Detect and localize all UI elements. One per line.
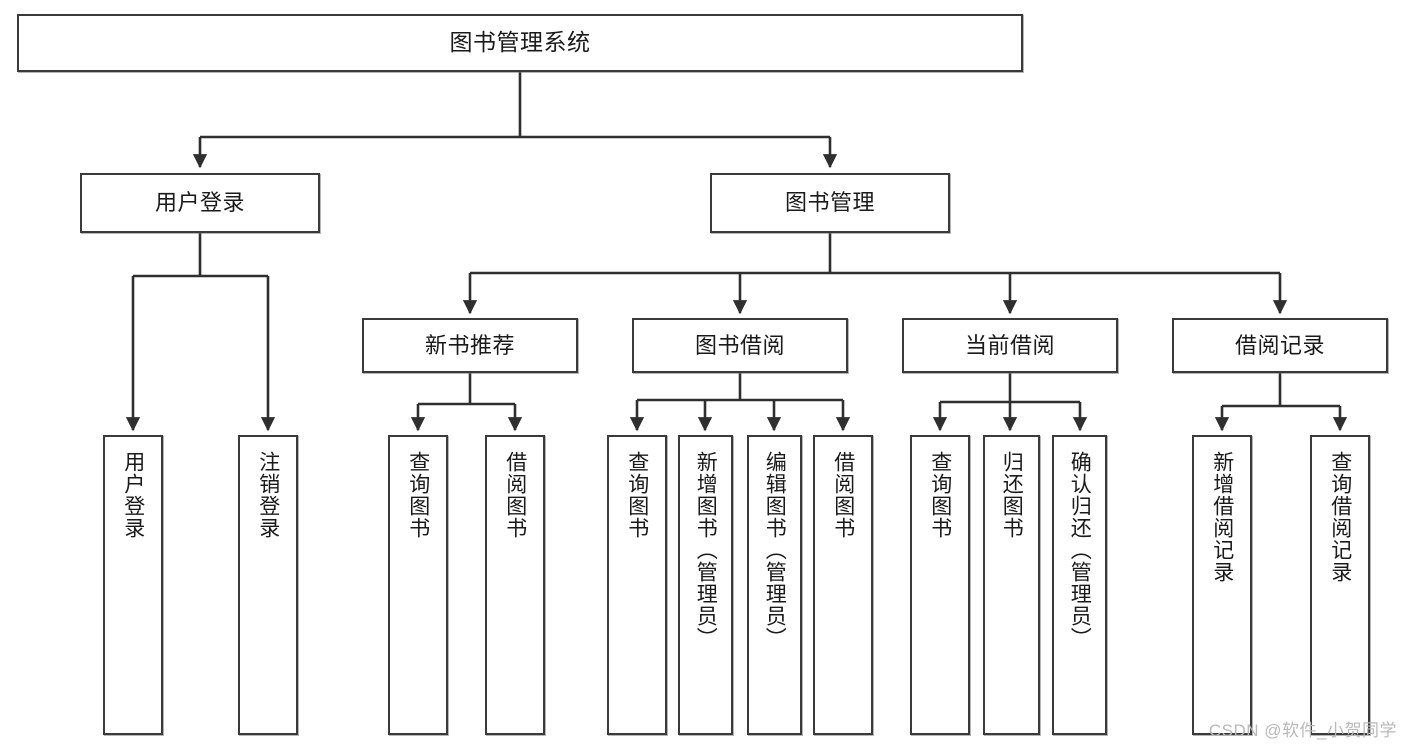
node-label: 借阅图书 (831, 451, 855, 539)
leaf-recommend-borrow-book[interactable]: 借阅图书 (485, 435, 545, 735)
node-label: 归还图书 (1000, 451, 1024, 539)
leaf-current-return-book[interactable]: 归还图书 (983, 435, 1040, 735)
leaf-current-query-book[interactable]: 查询图书 (910, 435, 970, 735)
leaf-borrow-borrow-book[interactable]: 借阅图书 (813, 435, 873, 735)
node-label: 借阅记录 (1234, 332, 1325, 358)
node-label: 新增图书（管理员） (694, 451, 718, 649)
node-label: 借阅图书 (503, 451, 527, 539)
leaf-borrow-add-book-admin[interactable]: 新增图书（管理员） (678, 435, 733, 735)
node-label: 查询图书 (625, 451, 649, 539)
node-book-management[interactable]: 图书管理 (710, 173, 950, 233)
leaf-user-login-signout[interactable]: 注销登录 (238, 435, 298, 735)
leaf-borrow-edit-book-admin[interactable]: 编辑图书（管理员） (747, 435, 802, 735)
leaf-record-add-record[interactable]: 新增借阅记录 (1192, 435, 1252, 735)
node-root-system[interactable]: 图书管理系统 (17, 14, 1023, 72)
node-label: 查询图书 (406, 451, 430, 539)
node-label: 查询图书 (928, 451, 952, 539)
node-label: 当前借阅 (964, 332, 1055, 358)
node-label: 图书管理 (784, 190, 875, 216)
leaf-recommend-query-book[interactable]: 查询图书 (388, 435, 448, 735)
leaf-user-login-signin[interactable]: 用户登录 (103, 435, 163, 735)
node-label: 新书推荐 (424, 332, 515, 358)
node-new-book-recommend[interactable]: 新书推荐 (362, 318, 578, 373)
node-label: 查询借阅记录 (1328, 451, 1352, 583)
node-user-login[interactable]: 用户登录 (80, 173, 320, 233)
node-label: 编辑图书（管理员） (763, 451, 787, 649)
node-label: 注销登录 (256, 451, 280, 539)
watermark-text: CSDN @软件_小贺同学 (1208, 721, 1397, 740)
node-current-borrow[interactable]: 当前借阅 (902, 318, 1118, 373)
node-label: 图书借阅 (694, 332, 785, 358)
node-label: 用户登录 (154, 190, 245, 216)
leaf-current-confirm-return-admin[interactable]: 确认归还（管理员） (1052, 435, 1107, 735)
node-book-borrow[interactable]: 图书借阅 (632, 318, 848, 373)
leaf-borrow-query-book[interactable]: 查询图书 (607, 435, 667, 735)
node-label: 用户登录 (121, 451, 145, 539)
node-label: 图书管理系统 (449, 29, 591, 56)
node-borrow-record[interactable]: 借阅记录 (1172, 318, 1388, 373)
leaf-record-query-record[interactable]: 查询借阅记录 (1310, 435, 1370, 735)
node-label: 确认归还（管理员） (1068, 451, 1092, 649)
node-label: 新增借阅记录 (1210, 451, 1234, 583)
